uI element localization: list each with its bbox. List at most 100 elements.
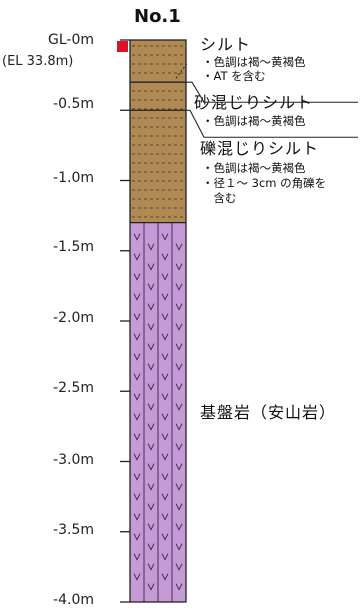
bedrock-v-mark-11 [175, 283, 183, 291]
bedrock-v-mark-4 [133, 253, 141, 261]
elevation-label: (EL 33.8m) [2, 54, 74, 69]
bedrock-v-mark-59 [175, 523, 183, 531]
depth-label-3-0: -3.0m [53, 452, 94, 468]
bedrock-v-mark-25 [147, 363, 155, 371]
bedrock-v-mark-69 [147, 583, 155, 591]
bedrock-v-mark-1 [147, 243, 155, 251]
bedrock-v-mark-43 [175, 443, 183, 451]
bedrock-v-mark-55 [175, 503, 183, 511]
depth-label-2-0: -2.0m [53, 310, 94, 326]
bedrock-v-mark-15 [175, 303, 183, 311]
layer-name-bedrock: 基盤岩（安山岩） [200, 403, 337, 422]
bedrock-v-mark-64 [133, 553, 141, 561]
bedrock-v-mark-13 [147, 303, 155, 311]
bedrock-v-mark-66 [161, 553, 169, 561]
bedrock-v-mark-60 [133, 533, 141, 541]
depth-label-3-5: -3.5m [53, 522, 94, 538]
layer-desc-silt-2: ・AT を含む [202, 69, 266, 83]
bedrock-v-mark-7 [175, 263, 183, 271]
bedrock-v-mark-10 [161, 273, 169, 281]
layer-desc-sandy-silt-1: ・色調は褐～黄褐色 [202, 114, 306, 128]
bedrock-v-mark-22 [161, 333, 169, 341]
depth-label-0: GL-0m [48, 32, 94, 48]
layer-fill-1 [130, 82, 186, 111]
bedrock-v-mark-44 [133, 453, 141, 461]
depth-label-0-5: -0.5m [53, 96, 94, 112]
bedrock-v-mark-54 [161, 493, 169, 501]
bedrock-v-mark-40 [133, 433, 141, 441]
bedrock-v-mark-47 [175, 463, 183, 471]
borehole-title: No.1 [134, 6, 181, 27]
bedrock-v-mark-0 [133, 233, 141, 241]
bedrock-v-mark-5 [147, 263, 155, 271]
bedrock-v-mark-34 [161, 393, 169, 401]
bedrock-v-mark-70 [161, 573, 169, 581]
bedrock-v-mark-65 [147, 563, 155, 571]
bedrock-v-mark-16 [133, 313, 141, 321]
bedrock-v-mark-24 [133, 353, 141, 361]
layer-fill-0 [130, 40, 186, 83]
layer-desc-gravelly-silt-3: 含む [202, 191, 237, 205]
leader-line-gravelly-silt [186, 109, 358, 138]
depth-label-2-5: -2.5m [53, 380, 94, 396]
layer-fill-2 [130, 110, 186, 223]
depth-label-1-0: -1.0m [53, 170, 94, 186]
depth-label-4-0: -4.0m [53, 592, 94, 608]
bedrock-v-mark-31 [175, 383, 183, 391]
depth-label-1-5: -1.5m [53, 239, 94, 255]
bedrock-v-mark-23 [175, 343, 183, 351]
bedrock-v-mark-50 [161, 473, 169, 481]
bedrock-v-mark-57 [147, 523, 155, 531]
bedrock-v-mark-3 [175, 243, 183, 251]
bedrock-v-mark-9 [147, 283, 155, 291]
bedrock-v-mark-56 [133, 513, 141, 521]
bedrock-v-mark-6 [161, 253, 169, 261]
bedrock-v-mark-32 [133, 393, 141, 401]
bedrock-v-mark-53 [147, 503, 155, 511]
bedrock-v-mark-46 [161, 453, 169, 461]
layer-desc-gravelly-silt-1: ・色調は褐～黄褐色 [202, 161, 306, 175]
bedrock-v-mark-41 [147, 443, 155, 451]
leader-line-sandy-silt [130, 81, 358, 103]
bedrock-v-mark-36 [133, 413, 141, 421]
bedrock-v-mark-12 [133, 293, 141, 301]
bedrock-v-mark-45 [147, 463, 155, 471]
layer-desc-gravelly-silt-2: ・径１～ 3cm の角礫を [202, 176, 327, 190]
bedrock-v-mark-61 [147, 543, 155, 551]
bedrock-v-mark-14 [161, 293, 169, 301]
bedrock-v-mark-19 [175, 323, 183, 331]
bedrock-v-mark-26 [161, 353, 169, 361]
bedrock-v-mark-51 [175, 483, 183, 491]
groundwater-marker [117, 41, 128, 53]
layer-desc-silt-1: ・色調は褐～黄褐色 [202, 55, 306, 69]
bedrock-v-mark-48 [133, 473, 141, 481]
bedrock-v-mark-20 [133, 333, 141, 341]
bedrock-v-mark-49 [147, 483, 155, 491]
bedrock-v-mark-29 [147, 383, 155, 391]
bedrock-v-mark-33 [147, 403, 155, 411]
bedrock-v-mark-17 [147, 323, 155, 331]
bedrock-v-mark-8 [133, 273, 141, 281]
bedrock-v-mark-39 [175, 423, 183, 431]
bedrock-v-mark-63 [175, 543, 183, 551]
bedrock-v-mark-37 [147, 423, 155, 431]
bedrock-v-mark-62 [161, 533, 169, 541]
layer-name-silt: シルト [200, 35, 252, 54]
layer-name-sandy-silt: 砂混じりシルト [194, 93, 314, 112]
bedrock-v-mark-28 [133, 373, 141, 381]
bedrock-v-mark-27 [175, 363, 183, 371]
bedrock-v-mark-52 [133, 493, 141, 501]
layer-name-gravelly-silt: 礫混じりシルト [200, 139, 320, 158]
bedrock-v-mark-18 [161, 313, 169, 321]
bedrock-v-mark-38 [161, 413, 169, 421]
bedrock-v-mark-58 [161, 513, 169, 521]
bedrock-v-mark-30 [161, 373, 169, 381]
bedrock-v-mark-67 [175, 563, 183, 571]
bedrock-v-mark-71 [175, 583, 183, 591]
bedrock-v-mark-21 [147, 343, 155, 351]
bedrock-v-mark-68 [133, 573, 141, 581]
leader-line-at-note [175, 61, 189, 79]
bedrock-v-mark-35 [175, 403, 183, 411]
